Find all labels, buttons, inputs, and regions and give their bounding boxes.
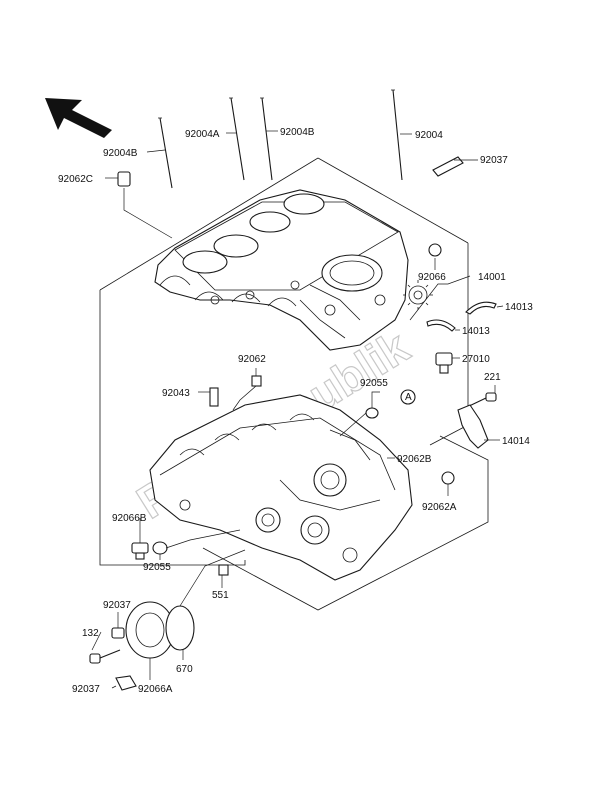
label-14013-lower: 14013 [462,326,490,337]
label-92037-top: 92037 [480,155,508,166]
label-92043: 92043 [162,388,190,399]
front-direction-arrow-icon [45,98,112,138]
label-92055-lower: 92055 [143,562,171,573]
plate-92037-bottom [115,675,137,691]
label-92055-upper: 92055 [360,378,388,389]
label-92062a: 92062A [422,502,457,513]
seal-14013-upper [465,301,497,315]
label-circle-a: A [405,392,412,403]
circle-a-marker [400,389,416,405]
neutral-switch-27010 [435,352,453,374]
gear-icon [403,280,433,310]
label-92062: 92062 [238,354,266,365]
plug-92062a [441,471,455,485]
label-551: 551 [212,590,229,601]
label-27010: 27010 [462,354,490,365]
leader-lines [91,130,504,689]
pin-551 [218,564,229,576]
oring-92055-a [365,407,379,419]
label-92004b-left: 92004B [103,148,138,159]
label-92004a: 92004A [185,129,220,140]
bolt-92043 [209,387,219,407]
label-92004b-right: 92004B [280,127,315,138]
oring-92055-b [152,541,168,555]
lower-case-frame [202,435,489,611]
label-92062b: 92062B [397,454,432,465]
label-132: 132 [82,628,99,639]
label-92066-top: 92066 [418,272,446,283]
lower-crankcase [149,394,413,581]
label-14014: 14014 [502,436,530,447]
dowel-pin-92062c [117,171,131,187]
drain-plug-92066b [131,542,149,560]
label-221: 221 [484,372,501,383]
part-labels: 92004B 92004A 92004B 92004 92037 92062C … [58,127,533,695]
label-92037-bottom: 92037 [72,684,100,695]
upper-crankcase [154,189,442,351]
label-14013-upper: 14013 [505,302,533,313]
label-14001: 14001 [478,272,506,283]
seal-14013-lower [426,319,456,332]
bolt-132 [89,649,121,664]
oring-670 [165,605,195,651]
stud-bolts [158,89,403,189]
label-670: 670 [176,664,193,675]
plate-92037-mid [111,627,125,639]
label-92066a: 92066A [138,684,173,695]
dowel-92062 [251,375,262,387]
breather-plate-14014 [457,404,489,449]
label-92066b: 92066B [112,513,147,524]
label-92004: 92004 [415,130,443,141]
upper-case-frame [99,157,469,566]
label-92037-mid: 92037 [103,600,131,611]
label-92062c: 92062C [58,174,93,185]
plate-92037-top [432,156,464,177]
